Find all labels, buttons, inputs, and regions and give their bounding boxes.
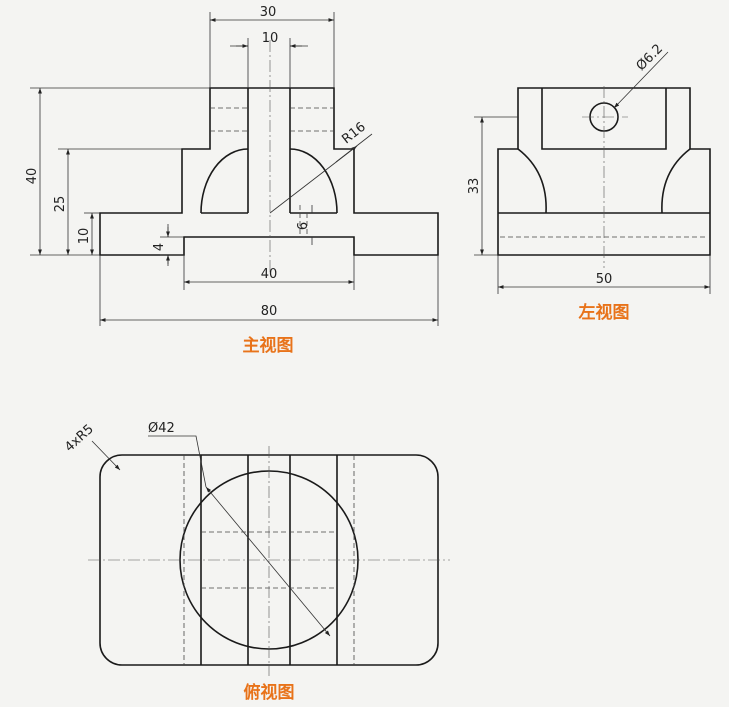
front-view-arc-left xyxy=(200,148,249,214)
left-view-label: 左视图 xyxy=(579,302,630,323)
dim-30-text: 30 xyxy=(260,5,277,20)
dia-leader-top xyxy=(148,435,207,488)
dim-80-ext xyxy=(99,255,439,326)
left-view: Ø6.2 33 50 左视图 xyxy=(467,41,711,323)
hole-leader xyxy=(613,51,669,109)
dim-50-text: 50 xyxy=(596,272,613,287)
dia-leader xyxy=(205,486,331,637)
front-view-outline xyxy=(99,87,439,256)
radius-leader xyxy=(91,440,121,471)
front-view-hidden-bottom xyxy=(299,205,308,237)
dim-25-text: 25 xyxy=(53,196,68,213)
dim-r16-text: R16 xyxy=(339,120,368,148)
top-view: 4xR5 Ø42 俯视图 xyxy=(62,421,450,703)
front-view-slot xyxy=(247,88,291,213)
dim-40h-text: 40 xyxy=(261,267,278,282)
front-view-hidden-hole xyxy=(210,107,334,132)
left-view-curve-left xyxy=(517,148,547,214)
dim-30-ext xyxy=(209,12,335,88)
dim-80-text: 80 xyxy=(261,304,278,319)
dim-4-text: 4 xyxy=(152,243,167,251)
left-view-outline xyxy=(497,87,711,256)
front-view-arc-right xyxy=(289,148,338,214)
dim-40v-ext xyxy=(30,87,210,256)
dim-corner-text: 4xR5 xyxy=(62,422,97,455)
dim-hole-text: Ø6.2 xyxy=(634,41,666,73)
top-view-label: 俯视图 xyxy=(244,682,295,703)
dim-40v-text: 40 xyxy=(25,168,40,185)
r16-leader-tail xyxy=(335,133,373,163)
dim-10v-text: 10 xyxy=(77,228,92,245)
left-view-curve-right xyxy=(661,148,691,214)
dim-6-text: 6 xyxy=(296,222,311,230)
front-view: 30 10 R16 40 25 10 4 6 40 xyxy=(25,5,439,356)
dim-40h-ext xyxy=(183,255,355,290)
front-view-label: 主视图 xyxy=(243,335,294,356)
dim-33-text: 33 xyxy=(467,178,482,195)
dim-4-ext xyxy=(160,236,184,256)
dim-10-text: 10 xyxy=(262,31,279,46)
dim-circle-text: Ø42 xyxy=(148,421,175,436)
